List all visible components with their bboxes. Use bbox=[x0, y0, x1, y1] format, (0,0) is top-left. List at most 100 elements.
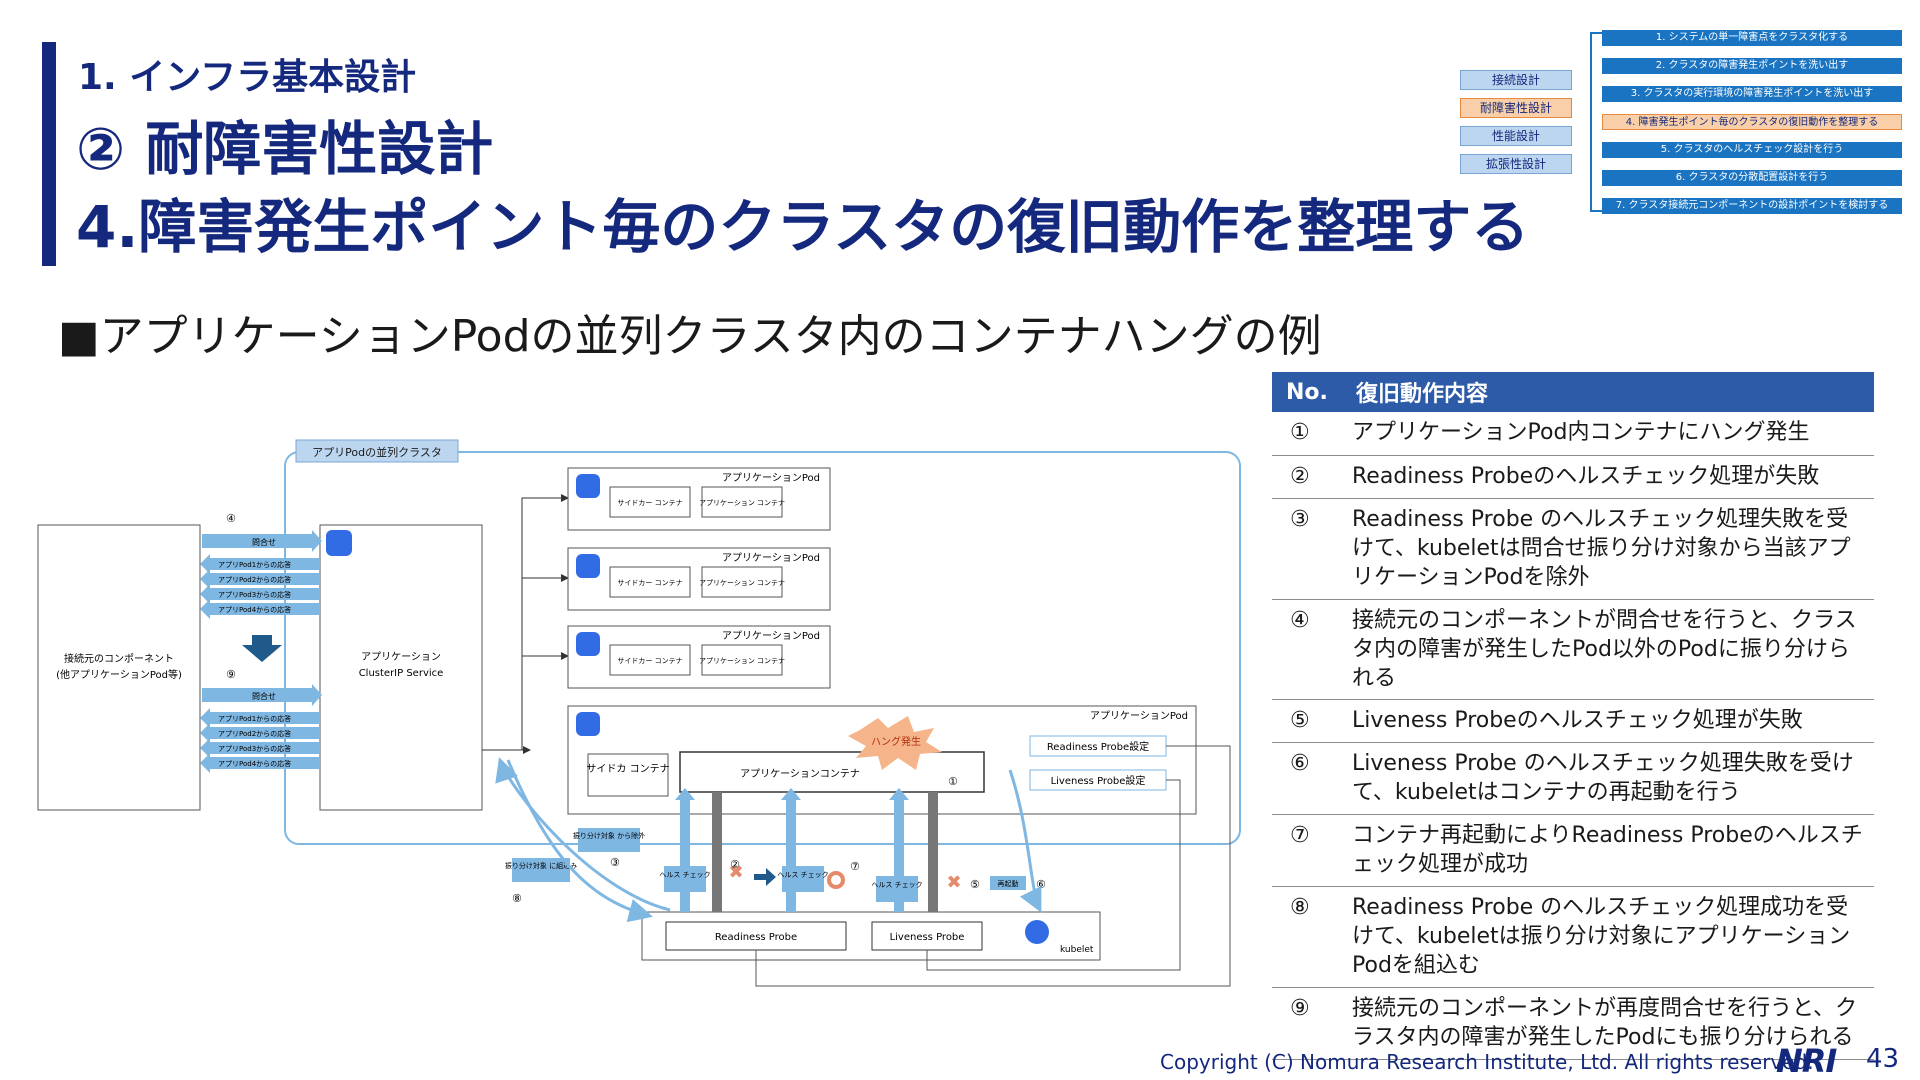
pod-1: アプリケーションPod サイドカー コンテナ アプリケーション コンテナ bbox=[567, 467, 831, 531]
cluster-outline bbox=[284, 451, 1241, 845]
hang-burst-icon bbox=[848, 716, 942, 770]
service-icon bbox=[326, 530, 352, 556]
page-title: ② 耐障害性設計 4.障害発生ポイント毎のクラスタの復旧動作を整理する bbox=[76, 110, 1529, 266]
pod-1-label: アプリケーションPod bbox=[722, 472, 820, 484]
pod-hung: アプリケーションPod サイドカ コンテナ アプリケーションコンテナ ① ハング… bbox=[567, 705, 1197, 815]
marker-3: ③ bbox=[610, 856, 620, 869]
response-bottom-4: アプリPod4からの応答 bbox=[218, 759, 291, 768]
row-text: Readiness Probe のヘルスチェック処理失敗を受けて、kubelet… bbox=[1342, 498, 1874, 600]
exclude-flow bbox=[506, 759, 653, 923]
nri-logo: NRI bbox=[1776, 1042, 1837, 1080]
readiness-probe: Readiness Probe bbox=[715, 932, 797, 943]
hung-sidecar: サイドカ コンテナ bbox=[586, 763, 669, 775]
cluster-label: アプリPodの並列クラスタ bbox=[312, 445, 442, 459]
row-no: ⑦ bbox=[1272, 814, 1342, 887]
nav-item-scalability: 拡張性設計 bbox=[1460, 154, 1572, 174]
right-arrow-icon bbox=[754, 868, 776, 886]
row-no: ⑤ bbox=[1272, 699, 1342, 743]
nav-step-2: 2. クラスタの障害発生ポイントを洗い出す bbox=[1602, 58, 1902, 74]
marker-9: ⑨ bbox=[226, 668, 236, 681]
page-number: 43 bbox=[1866, 1044, 1900, 1074]
nav-step-6: 6. クラスタの分散配置設計を行う bbox=[1602, 170, 1902, 186]
marker-7: ⑦ bbox=[850, 860, 860, 873]
client-label-1: 接続元のコンポーネント bbox=[64, 652, 174, 665]
copyright: Copyright (C) Nomura Research Institute,… bbox=[1160, 1050, 1814, 1074]
table-header-content: 復旧動作内容 bbox=[1342, 372, 1874, 412]
kubelet-icon bbox=[1025, 920, 1049, 944]
readiness-check-arrow-gray bbox=[712, 792, 722, 912]
down-arrow-icon bbox=[242, 635, 282, 662]
exclude-label: 振り分け対象 から除外 bbox=[573, 831, 645, 840]
request2-arrow bbox=[202, 688, 312, 702]
marker-2: ② bbox=[730, 858, 740, 871]
row-no: ② bbox=[1272, 455, 1342, 499]
health-check-2: ヘルス チェック bbox=[777, 871, 828, 879]
restart-label: 再起動 bbox=[998, 879, 1019, 888]
pod-2: アプリケーションPod サイドカー コンテナ アプリケーション コンテナ bbox=[567, 547, 831, 611]
pod-3-app: アプリケーション コンテナ bbox=[699, 657, 785, 665]
health-check-badge-1 bbox=[664, 866, 706, 892]
include-label: 振り分け対象 に組込み bbox=[505, 861, 577, 870]
readiness-setting: Readiness Probe設定 bbox=[1047, 740, 1149, 753]
hung-app-container: アプリケーションコンテナ bbox=[740, 768, 860, 780]
nav-step-4: 4. 障害発生ポイント毎のクラスタの復旧動作を整理する bbox=[1602, 114, 1902, 130]
chapter-subtitle: 1. インフラ基本設計 bbox=[78, 57, 417, 98]
readiness-probe-box bbox=[665, 921, 847, 951]
marker-8: ⑧ bbox=[512, 892, 522, 905]
cluster-diagram: アプリPodの並列クラスタ 接続元のコンポーネント (他アプリケーションPod等… bbox=[37, 439, 1241, 987]
response-bottom-1: アプリPod1からの応答 bbox=[218, 714, 291, 723]
pod-2-label: アプリケーションPod bbox=[722, 552, 820, 564]
nav-step-5: 5. クラスタのヘルスチェック設計を行う bbox=[1602, 142, 1902, 158]
response-top-2: アプリPod2からの応答 bbox=[218, 575, 291, 584]
health-check-badge-3 bbox=[876, 876, 918, 902]
include-badge bbox=[512, 858, 570, 882]
liveness-check-arrow-blue bbox=[894, 800, 904, 912]
row-text: 接続元のコンポーネントが問合せを行うと、クラスタ内の障害が発生したPod以外のP… bbox=[1342, 599, 1874, 700]
row-text: Liveness Probe のヘルスチェック処理失敗を受けて、kubeletは… bbox=[1342, 742, 1874, 815]
nav-item-performance: 性能設計 bbox=[1460, 126, 1572, 146]
row-no: ⑥ bbox=[1272, 742, 1342, 815]
fail-x-icon-1: ✖ bbox=[728, 862, 743, 883]
health-check-1: ヘルス チェック bbox=[659, 871, 710, 879]
request-arrow bbox=[202, 534, 312, 548]
nav-bracket bbox=[1590, 32, 1602, 212]
row-no: ① bbox=[1272, 412, 1342, 456]
liveness-probe-box bbox=[871, 921, 983, 951]
pod-hung-label: アプリケーションPod bbox=[1090, 710, 1188, 722]
pod-icon bbox=[576, 632, 600, 656]
client-box bbox=[37, 524, 201, 811]
exclude-badge bbox=[578, 828, 640, 852]
section-title: ■アプリケーションPodの並列クラスタ内のコンテナハングの例 bbox=[58, 311, 1322, 362]
row-no: ⑨ bbox=[1272, 987, 1342, 1060]
ok-circle-icon bbox=[827, 871, 845, 889]
health-check-badge-2 bbox=[782, 866, 824, 892]
response-top-1: アプリPod1からの応答 bbox=[218, 560, 291, 569]
pod-3: アプリケーションPod サイドカー コンテナ アプリケーション コンテナ bbox=[567, 625, 831, 689]
service-label-2: ClusterIP Service bbox=[359, 668, 444, 679]
row-text: Readiness Probe のヘルスチェック処理成功を受けて、kubelet… bbox=[1342, 886, 1874, 988]
liveness-probe: Liveness Probe bbox=[890, 932, 965, 943]
response-top-4: アプリPod4からの応答 bbox=[218, 605, 291, 614]
title-accent-bar bbox=[42, 42, 56, 266]
nav-step-1: 1. システムの単一障害点をクラスタ化する bbox=[1602, 30, 1902, 46]
nav-step-3: 3. クラスタの実行環境の障害発生ポイントを洗い出す bbox=[1602, 86, 1902, 102]
row-text: 接続元のコンポーネントが再度問合せを行うと、クラスタ内の障害が発生したPodにも… bbox=[1342, 987, 1874, 1060]
hang-label: ハング発生 bbox=[871, 735, 921, 748]
readiness-check-arrow-blue bbox=[786, 800, 796, 912]
service-box bbox=[319, 524, 483, 811]
kubelet-label: kubelet bbox=[1060, 945, 1094, 955]
service-label-1: アプリケーション bbox=[361, 651, 441, 663]
row-text: Liveness Probeのヘルスチェック処理が失敗 bbox=[1342, 699, 1874, 743]
response-bottom-3: アプリPod3からの応答 bbox=[218, 744, 291, 753]
page-title-line1: ② 耐障害性設計 bbox=[76, 115, 494, 183]
response-bottom-2: アプリPod2からの応答 bbox=[218, 729, 291, 738]
nav-item-fault-tolerance: 耐障害性設計 bbox=[1460, 98, 1572, 118]
request2-label: 問合せ bbox=[252, 691, 276, 701]
marker-5: ⑤ bbox=[970, 878, 980, 891]
row-text: Readiness Probeのヘルスチェック処理が失敗 bbox=[1342, 455, 1874, 499]
